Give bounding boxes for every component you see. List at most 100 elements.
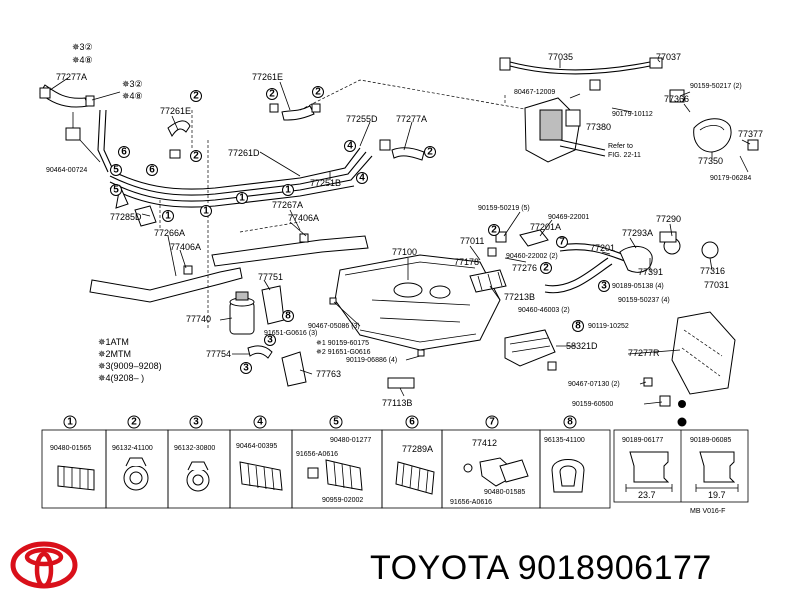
callout: ✵4⑧	[122, 91, 143, 101]
callout: 77754	[206, 349, 231, 359]
callout: 77035	[548, 52, 573, 62]
legend-item: ✵2MTM	[98, 349, 131, 359]
index-circle: 1	[236, 192, 248, 204]
svg-text:4: 4	[359, 173, 365, 184]
clip-drawing	[395, 461, 435, 495]
callout: 91651-G0616 (3)	[264, 330, 317, 337]
table-cell-label: 90189-06085	[690, 437, 731, 444]
callout: 58321D	[566, 341, 598, 351]
svg-text:5: 5	[113, 185, 119, 196]
table-cell-label: 96132-30800	[174, 445, 215, 452]
table-index: 2	[127, 415, 141, 429]
callout: 77251B	[310, 178, 341, 188]
filler-neck-area	[329, 229, 736, 408]
callout: 90460-22002 (2)	[506, 253, 558, 260]
svg-text:3: 3	[601, 281, 607, 292]
table-cell-label: 90959-02002	[322, 497, 363, 504]
table-cell-label: 90189-06177	[622, 437, 663, 444]
callout: 90159-60500	[572, 401, 613, 408]
svg-text:8: 8	[285, 311, 291, 322]
callout: ✵3②	[122, 79, 143, 89]
callout: 90189-05138 (4)	[612, 283, 664, 290]
figure-code: MB V016-F	[690, 508, 725, 515]
index-circle: 1	[200, 205, 212, 217]
index-circle: 3	[240, 362, 252, 374]
callout: 90464-00724	[46, 167, 87, 174]
callout: ✵4⑧	[72, 55, 93, 65]
callout: 77751	[258, 272, 283, 282]
svg-text:4: 4	[257, 417, 263, 428]
index-circles: 5 5 6 6 1 1 2 2 2 2 1 1 4 4 2 8 3 3 2 7 …	[110, 86, 610, 374]
clip-drawing	[239, 461, 283, 491]
table-index: 1	[63, 415, 77, 429]
table-index: 3	[189, 415, 203, 429]
callout: 77285D	[110, 212, 142, 222]
svg-text:1: 1	[285, 185, 291, 196]
index-circle: 1	[282, 184, 294, 196]
callout: 77267A	[272, 200, 303, 210]
callout: 90159-50219 (5)	[478, 205, 530, 212]
callout: 77763	[316, 369, 341, 379]
callout: 90119-10252	[588, 323, 629, 330]
callout: 77261E	[252, 72, 283, 82]
callout: 90179-10112	[612, 111, 653, 118]
callout: 77740	[186, 314, 211, 324]
bracket-drawing	[463, 457, 529, 487]
svg-text:2: 2	[131, 417, 137, 428]
callout: 77366	[664, 94, 689, 104]
index-circle: 4	[356, 172, 368, 184]
callout: 77113B	[382, 398, 412, 408]
index-circle: 2	[266, 88, 278, 100]
index-circle: 5	[110, 184, 122, 196]
index-circle: 2	[540, 262, 552, 274]
svg-text:3: 3	[193, 417, 199, 428]
callout: 77201	[590, 243, 615, 253]
svg-text:7: 7	[559, 237, 565, 248]
callout: 90469-22001	[548, 214, 589, 221]
table-index: 8	[563, 415, 577, 429]
leader-lines	[49, 59, 751, 405]
index-circle: 2	[424, 146, 436, 158]
charcoal-canister	[229, 285, 307, 387]
svg-text:6: 6	[149, 165, 155, 176]
legend: ✵1ATM ✵2MTM ✵3(9009–9208) ✵4(9208– )	[98, 337, 162, 383]
svg-text:3: 3	[243, 363, 249, 374]
callout: 77316	[700, 266, 725, 276]
callout: 77377	[738, 129, 763, 139]
table-cell-label: 77289A	[402, 444, 433, 454]
svg-text:2: 2	[193, 151, 199, 162]
callout-labels: ✵3② ✵4⑧ 77277A ✵3② ✵4⑧ 90464-00724 77261…	[46, 42, 763, 408]
table-cell-label: 96135-41100	[544, 437, 585, 444]
clip-drawing	[307, 459, 363, 491]
figure-reference: Refer to	[608, 143, 633, 150]
index-circle: 6	[118, 146, 130, 158]
index-circle: 2	[190, 90, 202, 102]
index-circle: 2	[190, 150, 202, 162]
svg-text:1: 1	[239, 193, 245, 204]
index-circle: 3	[264, 334, 276, 346]
svg-text:6: 6	[409, 417, 415, 428]
callout: 77031	[704, 280, 729, 290]
legend-item: ✵3(9009–9208)	[98, 361, 162, 371]
fuel-line-assembly	[39, 79, 531, 330]
callout: 77276	[512, 263, 537, 273]
clamp-drawing	[123, 457, 149, 491]
table-cell-label: 90464-00395	[236, 443, 277, 450]
callout: 77011	[460, 236, 484, 246]
grommet-drawing: 23.7	[625, 451, 673, 500]
callout: 77380	[586, 122, 611, 132]
callout: 90159-50237 (4)	[618, 297, 670, 304]
svg-text:8: 8	[575, 321, 581, 332]
callout: 77350	[698, 156, 723, 166]
index-circle: 3	[598, 280, 610, 292]
callout: 77277A	[56, 72, 87, 82]
svg-text:6: 6	[121, 147, 127, 158]
callout: 77261D	[228, 148, 260, 158]
index-circle: 1	[162, 210, 174, 222]
callout: ✵1 90159-60175	[316, 339, 369, 347]
callout: 90460-46003 (2)	[518, 307, 570, 314]
svg-text:1: 1	[165, 211, 171, 222]
table-index: 5	[329, 415, 343, 429]
index-circle: 2	[312, 86, 324, 98]
